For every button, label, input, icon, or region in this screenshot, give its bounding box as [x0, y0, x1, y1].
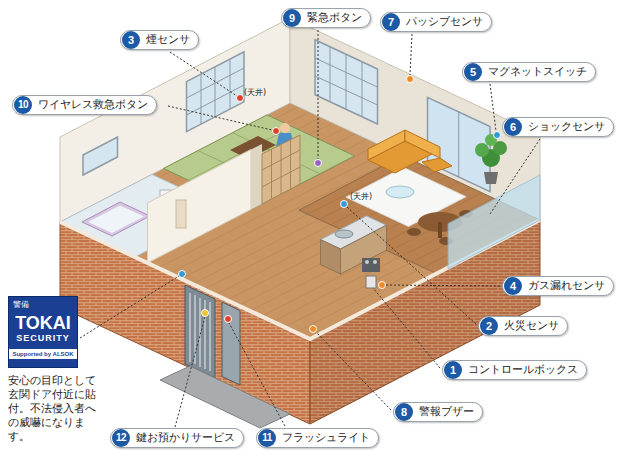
callout-text: 鍵お預かりサービス	[136, 431, 235, 444]
callout-text: 火災センサ	[504, 319, 559, 332]
callout-number-text: 11	[262, 432, 272, 443]
callout-number-text: 8	[401, 406, 407, 418]
callout-number-text: 3	[128, 34, 134, 46]
callout-number-text: 10	[18, 99, 28, 110]
callout-number: 3	[122, 31, 140, 49]
callout-label: ワイヤレス救急ボタン 10	[12, 95, 157, 115]
callout-number: 1	[444, 361, 462, 379]
callout-text: 緊急ボタン	[307, 11, 362, 24]
callout-label: パッシブセンサ 7	[380, 12, 492, 32]
callout-label: 緊急ボタン 9	[281, 8, 371, 28]
callout-label: マグネットスイッチ 5	[462, 62, 596, 82]
logo-caption: 安心の目印として玄関ドア付近に貼付。不法侵入者への威嚇になります。	[8, 374, 103, 444]
callout-label: コントロールボックス 1	[442, 360, 587, 380]
callout-number: 8	[395, 403, 413, 421]
callout-number: 12	[112, 429, 130, 447]
ceiling-note: (天井)	[350, 192, 372, 202]
ceiling-note: (天井)	[244, 88, 266, 98]
callout-number-text: 7	[388, 16, 394, 28]
callout-number: 5	[464, 63, 482, 81]
callout-number-text: 2	[486, 320, 492, 332]
logo-text: TOKAI	[9, 313, 77, 333]
callout-label: ガス漏れセンサ 4	[502, 276, 614, 296]
callout-number-text: 6	[510, 121, 516, 133]
callout-text: パッシブセンサ	[406, 15, 483, 28]
callout-text: ワイヤレス救急ボタン	[38, 98, 148, 111]
logo-text: 警備	[9, 297, 77, 310]
callout-text: 煙センサ	[146, 33, 190, 46]
callout-number: 4	[504, 277, 522, 295]
callout-number-text: 12	[116, 432, 126, 443]
callout-number-text: 9	[289, 12, 295, 24]
callout-text: コントロールボックス	[468, 363, 578, 376]
callout-text: ガス漏れセンサ	[528, 279, 605, 292]
callout-text: 警報ブザー	[419, 405, 474, 418]
callout-number: 11	[258, 429, 276, 447]
callout-label: 警報ブザー 8	[393, 402, 483, 422]
callout-label: 煙センサ 3	[120, 30, 199, 50]
callout-number: 9	[283, 9, 301, 27]
callout-label: フラッシュライト 11	[256, 428, 379, 448]
callout-text: マグネットスイッチ	[488, 65, 587, 78]
callout-number: 6	[504, 118, 522, 136]
callout-number-text: 4	[510, 280, 516, 292]
callout-number: 10	[14, 96, 32, 114]
callout-text: フラッシュライト	[282, 431, 370, 444]
callout-label: ショックセンサ 6	[502, 117, 614, 137]
callout-label: 火災センサ 2	[478, 316, 568, 336]
callout-number-text: 1	[450, 364, 456, 376]
logo-badge: 警備 TOKAISECURITY Supported by ALSOK	[8, 296, 78, 368]
logo-text: Supported by ALSOK	[9, 349, 77, 359]
callout-label: 鍵お預かりサービス 12	[110, 428, 244, 448]
callout-text: ショックセンサ	[528, 120, 605, 133]
logo-text: SECURITY	[9, 333, 77, 344]
callout-number: 2	[480, 317, 498, 335]
callout-number: 7	[382, 13, 400, 31]
callout-number-text: 5	[470, 66, 476, 78]
